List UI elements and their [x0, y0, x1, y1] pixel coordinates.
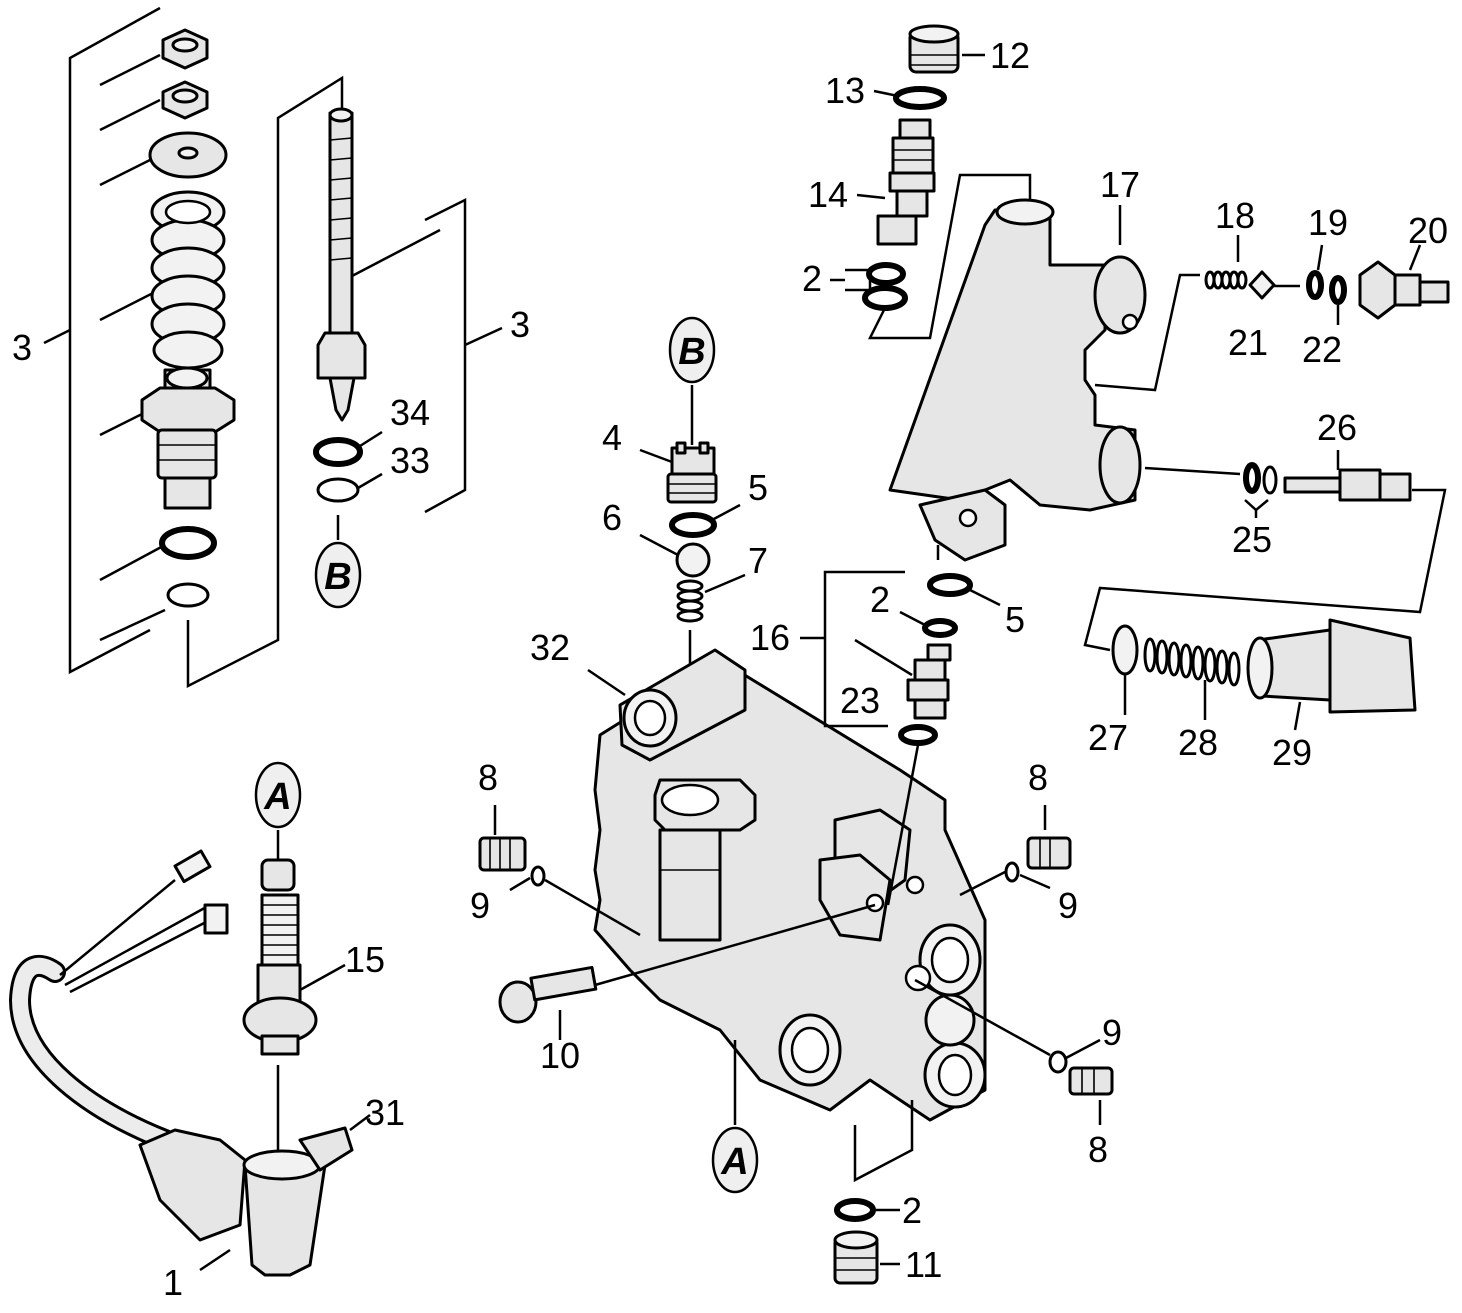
part-label-3: 3	[12, 327, 32, 368]
upper-valve-parts	[800, 24, 1450, 906]
part-label-22: 22	[1302, 329, 1342, 370]
plugs-and-screws	[478, 805, 1114, 1125]
part-label-23: 23	[840, 680, 880, 721]
reference-marker-b-top: B	[668, 316, 716, 384]
part-label-3: 3	[510, 304, 530, 345]
part-label-6: 6	[602, 497, 622, 538]
part-label-34: 34	[390, 392, 430, 433]
part-label-5: 5	[1005, 599, 1025, 640]
reference-marker-a-bottom: A	[711, 1126, 759, 1194]
part-label-9: 9	[1058, 885, 1078, 926]
part-label-31: 31	[365, 1092, 405, 1133]
part-label-32: 32	[530, 627, 570, 668]
part-label-21: 21	[1228, 322, 1268, 363]
part-label-14: 14	[808, 174, 848, 215]
part-label-9: 9	[1102, 1012, 1122, 1053]
pressure-switch-assembly	[8, 830, 371, 1277]
part-label-1: 1	[163, 1262, 183, 1303]
part-label-33: 33	[390, 440, 430, 481]
part-label-11: 11	[905, 1244, 942, 1285]
part-label-26: 26	[1317, 407, 1357, 448]
reference-marker-b-bottom: B	[314, 541, 362, 609]
part-label-2: 2	[870, 579, 890, 620]
part-label-2: 2	[802, 258, 822, 299]
spring	[150, 190, 226, 370]
svg-text:A: A	[263, 776, 291, 818]
part-label-25: 25	[1232, 519, 1272, 560]
part-label-8: 8	[1088, 1129, 1108, 1170]
bottom-plug	[833, 1100, 914, 1285]
part-label-28: 28	[1178, 722, 1218, 763]
part-label-8: 8	[478, 757, 498, 798]
part-label-12: 12	[990, 35, 1030, 76]
part-label-16: 16	[750, 617, 790, 658]
part-label-13: 13	[825, 70, 865, 111]
pump-head-block	[587, 648, 987, 1122]
part-label-10: 10	[540, 1035, 580, 1076]
part-label-5: 5	[748, 467, 768, 508]
part-label-18: 18	[1215, 195, 1255, 236]
svg-text:A: A	[720, 1141, 748, 1183]
part-label-19: 19	[1308, 202, 1348, 243]
part-label-8: 8	[1028, 757, 1048, 798]
part-label-20: 20	[1408, 210, 1448, 251]
part-label-2: 2	[902, 1190, 922, 1231]
reference-marker-a-top: A	[254, 761, 302, 829]
svg-text:B: B	[324, 556, 351, 598]
unloader-rod-assembly	[313, 107, 503, 540]
part-label-17: 17	[1100, 164, 1140, 205]
part-label-27: 27	[1088, 717, 1128, 758]
svg-text:B: B	[678, 331, 705, 373]
unloader-valve-assembly	[43, 6, 344, 689]
part-label-7: 7	[748, 540, 768, 581]
part-label-4: 4	[602, 417, 622, 458]
part-label-9: 9	[470, 885, 490, 926]
part-number-labels: 1 2 2 2 3 3 4 5 5 6 7 8 8 8 9 9 9 10 11 …	[12, 35, 1448, 1303]
part-label-15: 15	[345, 939, 385, 980]
part-label-29: 29	[1272, 732, 1312, 773]
